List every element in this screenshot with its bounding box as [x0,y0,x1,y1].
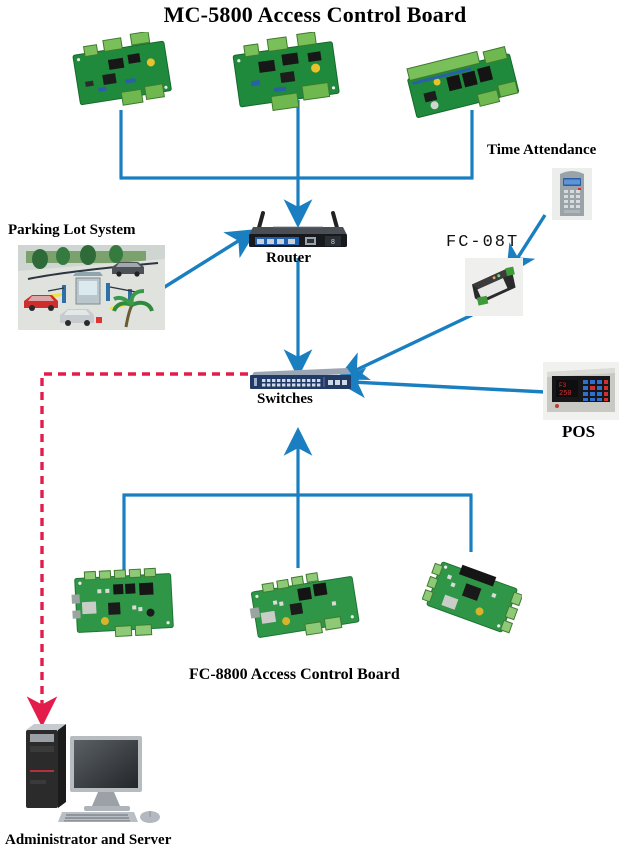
link-time-attendance-to-fc08t [505,214,547,277]
administrator-server-label: Administrator and Server [5,832,172,848]
fc8800-group-label: FC-8800 Access Control Board [189,666,400,683]
parking-lot-system-image [18,245,165,330]
svg-text:8: 8 [331,239,335,246]
time-attendance-device-image [552,168,592,220]
fc08t-converter-image [465,258,523,316]
switches-label: Switches [257,391,313,407]
link-pos-to-switches [335,367,546,398]
bottom-bus-lines [122,427,473,570]
router-label: Router [266,250,311,266]
mc5800-board-2-image [232,32,340,112]
pos-label: POS [562,422,596,441]
administrator-server-image [26,724,160,823]
pos-terminal-image: F3 250 [543,362,619,420]
parking-lot-system-label: Parking Lot System [8,222,136,238]
svg-text:250: 250 [559,390,572,398]
page-title: MC-5800 Access Control Board [163,2,467,27]
fc8800-board-3-image [422,561,522,634]
link-switches-to-administrator [26,372,248,727]
fc8800-board-1-image [71,567,174,638]
svg-text:F3: F3 [559,382,567,389]
mc5800-board-1-image [72,32,172,106]
mc5800-board-3-image [406,46,520,118]
link-parking-to-router [162,228,258,290]
router-image: 8 [249,211,347,247]
fc8800-board-2-image [249,572,360,638]
time-attendance-label: Time Attendance [487,142,597,158]
link-fc08t-to-switches [336,313,473,380]
switches-image [250,368,351,389]
fc08t-label: FC-08T [446,233,520,252]
